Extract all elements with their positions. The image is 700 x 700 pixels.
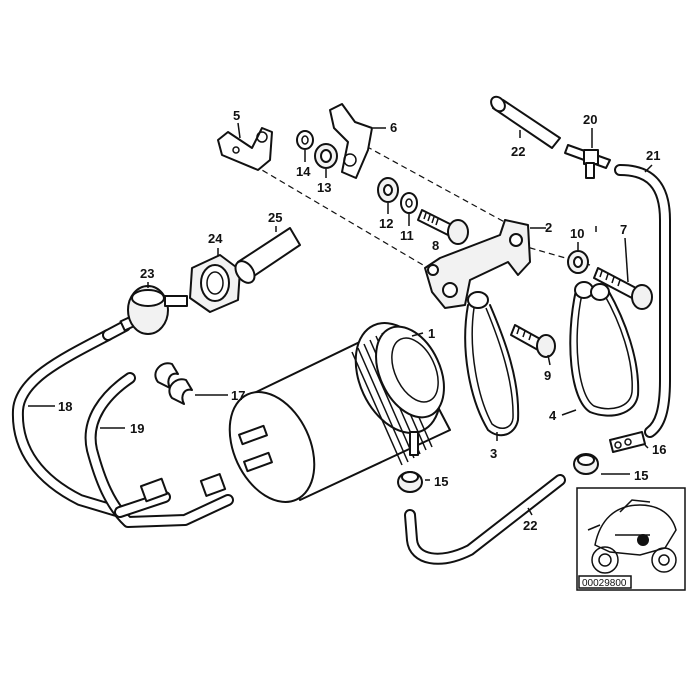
callout-9: 9 bbox=[544, 368, 551, 383]
bracket-5 bbox=[217, 127, 273, 171]
reference-number: 00029800 bbox=[582, 578, 627, 589]
callout-2: 2 bbox=[545, 220, 552, 235]
clamp-15-center bbox=[397, 471, 423, 493]
callout-16: 16 bbox=[652, 442, 666, 457]
callout-15-center: 15 bbox=[434, 474, 448, 489]
callout-15-right: 15 bbox=[634, 468, 648, 483]
bolt-9 bbox=[510, 324, 556, 358]
bracket-2 bbox=[424, 219, 531, 309]
hose-18 bbox=[11, 329, 126, 518]
hose-21 bbox=[614, 164, 671, 438]
clamp-15-right bbox=[573, 453, 599, 475]
callout-labels: 1 2 3 4 5 6 7 8 9 10 11 12 13 14 15 15 1… bbox=[58, 108, 666, 533]
callout-25: 25 bbox=[268, 210, 282, 225]
washer-14 bbox=[296, 130, 314, 150]
strap-4 bbox=[569, 281, 640, 417]
washer-10 bbox=[567, 250, 589, 274]
bolt-7 bbox=[593, 267, 653, 310]
pipe-22-top bbox=[490, 95, 561, 149]
bolt-8 bbox=[417, 209, 469, 245]
connector-16 bbox=[609, 431, 646, 453]
callout-7: 7 bbox=[620, 222, 627, 237]
callout-6: 6 bbox=[390, 120, 397, 135]
callout-1: 1 bbox=[428, 326, 435, 341]
callout-17: 17 bbox=[231, 388, 245, 403]
t-fitting-20 bbox=[564, 144, 611, 179]
callout-13: 13 bbox=[317, 180, 331, 195]
callout-5: 5 bbox=[233, 108, 240, 123]
motorcycle-locator-inset: 00029800 bbox=[576, 487, 686, 591]
callout-23: 23 bbox=[140, 266, 154, 281]
callout-11: 11 bbox=[400, 228, 414, 243]
callout-19: 19 bbox=[130, 421, 144, 436]
grommet-13 bbox=[314, 143, 338, 169]
location-marker bbox=[637, 534, 649, 546]
callout-8: 8 bbox=[432, 238, 439, 253]
clamp-24 bbox=[189, 254, 241, 313]
valve-23 bbox=[102, 285, 188, 341]
bracket-6 bbox=[329, 103, 373, 179]
clips-17 bbox=[154, 362, 193, 405]
callout-4: 4 bbox=[549, 408, 557, 423]
callout-10: 10 bbox=[570, 226, 584, 241]
callout-21: 21 bbox=[646, 148, 660, 163]
callout-24: 24 bbox=[208, 231, 223, 246]
callout-22-top: 22 bbox=[511, 144, 525, 159]
grommet-12 bbox=[377, 177, 399, 203]
callout-22-bottom: 22 bbox=[523, 518, 537, 533]
reference-number-box bbox=[578, 575, 632, 589]
sleeve-11 bbox=[400, 192, 418, 214]
callout-12: 12 bbox=[379, 216, 393, 231]
hose-22-bottom bbox=[404, 474, 566, 565]
canister-1 bbox=[228, 322, 451, 503]
callout-18: 18 bbox=[58, 399, 72, 414]
callout-20: 20 bbox=[583, 112, 597, 127]
callout-3: 3 bbox=[490, 446, 497, 461]
callout-14: 14 bbox=[296, 164, 311, 179]
pipe-25 bbox=[234, 227, 301, 284]
inset-frame bbox=[576, 487, 686, 591]
hose-18-connector bbox=[114, 473, 227, 518]
strap-3 bbox=[464, 291, 520, 437]
leader-lines bbox=[28, 122, 653, 516]
